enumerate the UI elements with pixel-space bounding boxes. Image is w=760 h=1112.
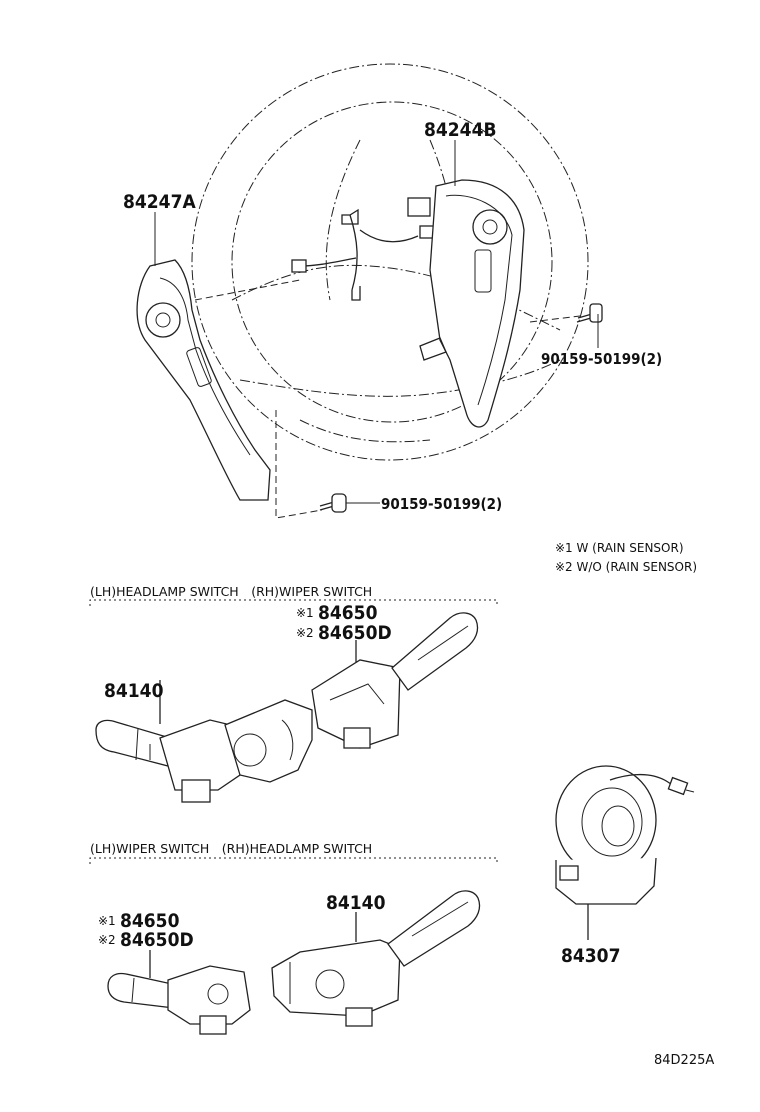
- note-rain-sensor-with: ※1 W (RAIN SENSOR): [555, 541, 684, 555]
- leader-right-bolt: [529, 315, 581, 323]
- leader-left-pad: [194, 279, 301, 301]
- part-number-bolt-right: 90159-50199(2): [541, 350, 662, 368]
- spiral-cable-assembly: [555, 765, 695, 940]
- top-group-header: (LH)HEADLAMP SWITCH (RH)WIPER SWITCH: [90, 584, 372, 599]
- part-number-84650D-top: 84650D: [318, 622, 392, 644]
- leader-lower-bolt: [275, 410, 323, 519]
- part-number-84244B: 84244B: [424, 119, 497, 141]
- marker-1-bottom: ※1: [98, 914, 116, 928]
- part-number-84650-bottom: 84650: [120, 910, 180, 932]
- headlamp-switch-top-assembly: [95, 680, 313, 803]
- part-number-bolt-lower: 90159-50199(2): [381, 495, 502, 513]
- bolt-right-icon: [576, 303, 603, 323]
- part-number-84650D-bottom: 84650D: [120, 929, 194, 951]
- wiper-switch-top-assembly: [311, 612, 479, 749]
- part-number-84307: 84307: [561, 945, 620, 967]
- harness: [291, 197, 437, 301]
- marker-2-bottom: ※2: [98, 933, 116, 947]
- steering-pad-switch-left: [136, 259, 271, 501]
- marker-2-top: ※2: [296, 626, 314, 640]
- wiper-switch-bottom-assembly: [107, 950, 251, 1035]
- bottom-group-bracket: [89, 857, 498, 864]
- note-rain-sensor-without: ※2 W/O (RAIN SENSOR): [555, 560, 697, 574]
- headlamp-switch-bottom-assembly: [271, 890, 481, 1027]
- part-number-84650-top: 84650: [318, 602, 378, 624]
- diagram-code: 84D225A: [654, 1053, 714, 1068]
- marker-1-top: ※1: [296, 606, 314, 620]
- top-group-bracket: [89, 599, 498, 606]
- steering-pad-switch-right: [419, 179, 525, 428]
- part-number-84140-top: 84140: [104, 680, 164, 702]
- part-number-84247A: 84247A: [123, 191, 196, 213]
- bottom-group-header: (LH)WIPER SWITCH (RH)HEADLAMP SWITCH: [90, 841, 372, 856]
- bolt-lower-icon: [319, 493, 347, 513]
- part-number-84140-bottom: 84140: [326, 892, 386, 914]
